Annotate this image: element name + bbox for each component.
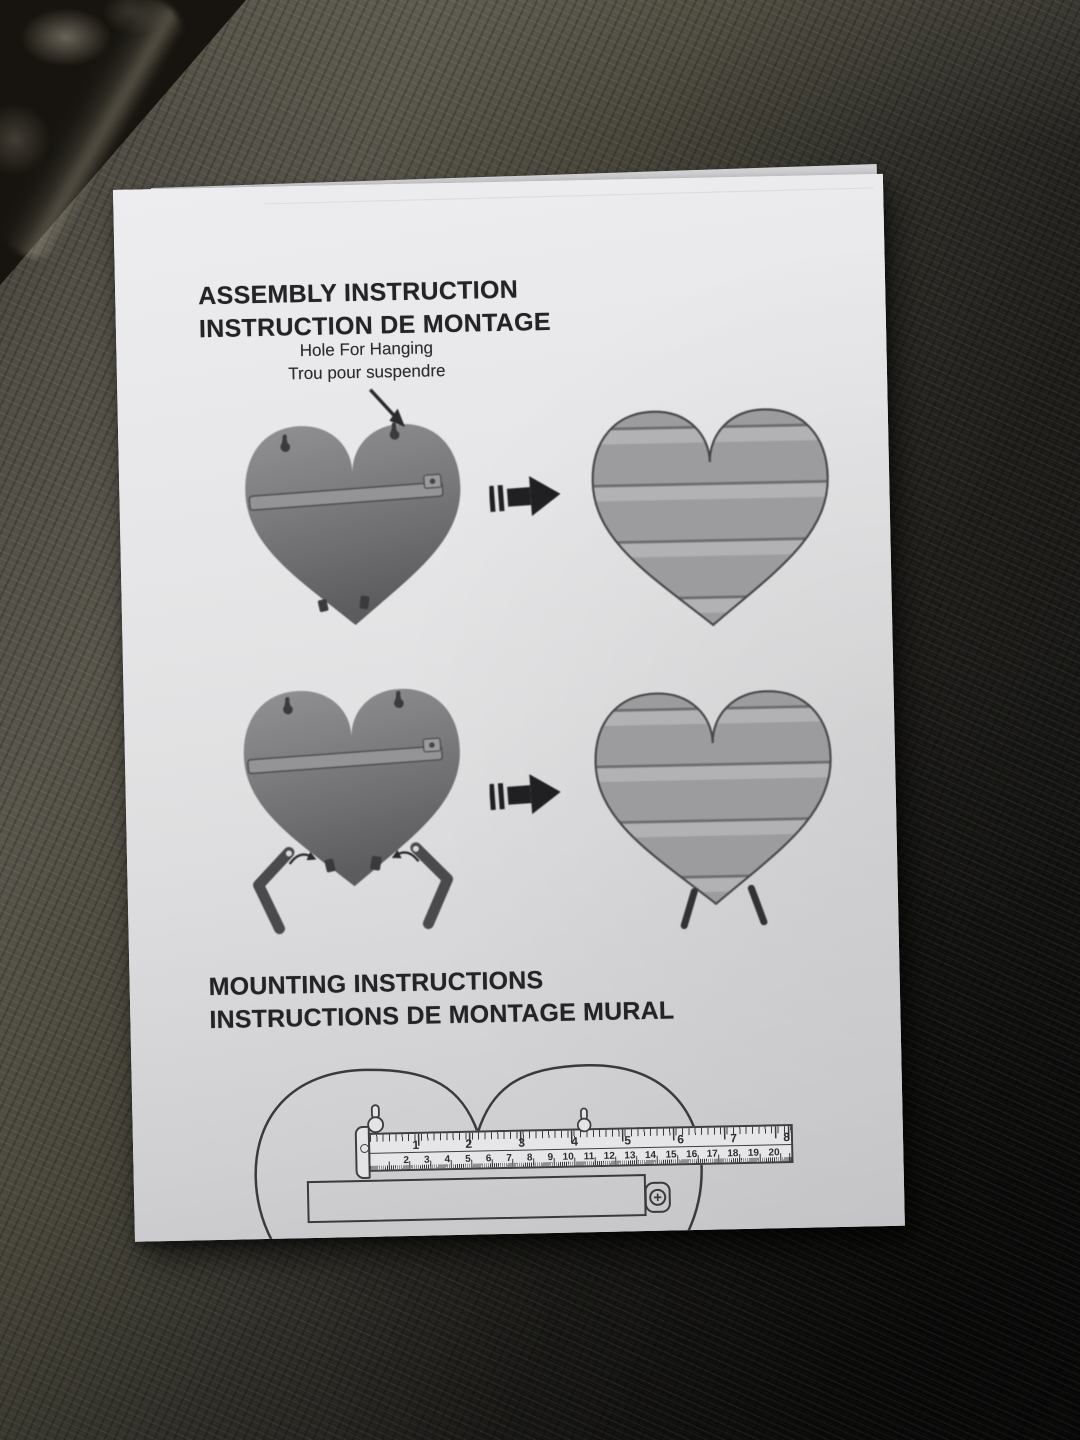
heart-front-diagram-2 xyxy=(594,690,832,930)
heart-back-diagram-1 xyxy=(245,422,461,626)
ruler-number: 4 xyxy=(571,1134,579,1149)
keyhole-hanger-icon xyxy=(283,690,404,715)
ruler-number: 5 xyxy=(624,1133,632,1148)
stand-feet xyxy=(680,884,768,930)
mounting-bar xyxy=(306,1174,647,1224)
stand-leg-right xyxy=(410,842,454,930)
heart-outline-diagram xyxy=(254,1064,703,1242)
heart-back-shape xyxy=(243,688,460,887)
ruler-number: 8 xyxy=(783,1130,791,1145)
ruler-number: 3 xyxy=(518,1135,526,1150)
leg-hole xyxy=(285,850,292,857)
leg-hole xyxy=(412,845,419,852)
step-arrow-icon xyxy=(489,774,561,815)
keyhole-peg-icon xyxy=(576,1107,592,1133)
assembly-title: ASSEMBLY INSTRUCTION INSTRUCTION DE MONT… xyxy=(198,273,551,346)
ruler-number: 2 xyxy=(465,1136,473,1151)
heart-front-shape xyxy=(594,690,832,906)
hanging-hole-note: Hole For Hanging Trou pour suspendre xyxy=(256,335,477,386)
fold-crease xyxy=(263,187,874,206)
hanging-bar xyxy=(247,737,443,775)
bar-screw xyxy=(429,478,436,485)
hanging-hole-note-fr: Trou pour suspendre xyxy=(288,361,446,384)
instruction-sheet: ASSEMBLY INSTRUCTION INSTRUCTION DE MONT… xyxy=(113,173,905,1242)
step-arrow-icon xyxy=(489,476,561,517)
stand-leg-left xyxy=(253,846,295,935)
bar-screw-tab xyxy=(644,1181,671,1213)
mounting-title: MOUNTING INSTRUCTIONS INSTRUCTIONS DE MO… xyxy=(208,961,674,1037)
bottom-slot-tabs xyxy=(317,595,370,613)
leg-insert-arrow-icon xyxy=(288,849,420,865)
ruler-number: 1 xyxy=(412,1137,420,1152)
leg-slots xyxy=(324,855,382,873)
heart-back-shape xyxy=(245,424,461,626)
ruler-number: 6 xyxy=(677,1132,685,1147)
heart-front-diagram-1 xyxy=(591,408,829,627)
heart-back-diagram-2 xyxy=(243,688,460,887)
keyhole-peg-icon xyxy=(367,1104,385,1134)
keyhole-hanger-icon xyxy=(280,422,400,452)
hole-pointer-arrow-icon xyxy=(368,388,406,427)
hanging-bar xyxy=(248,473,444,511)
heart-front-shape xyxy=(591,408,829,627)
screw-icon xyxy=(649,1188,667,1206)
bar-screw xyxy=(429,742,435,748)
ruler-number: 7 xyxy=(730,1131,738,1146)
